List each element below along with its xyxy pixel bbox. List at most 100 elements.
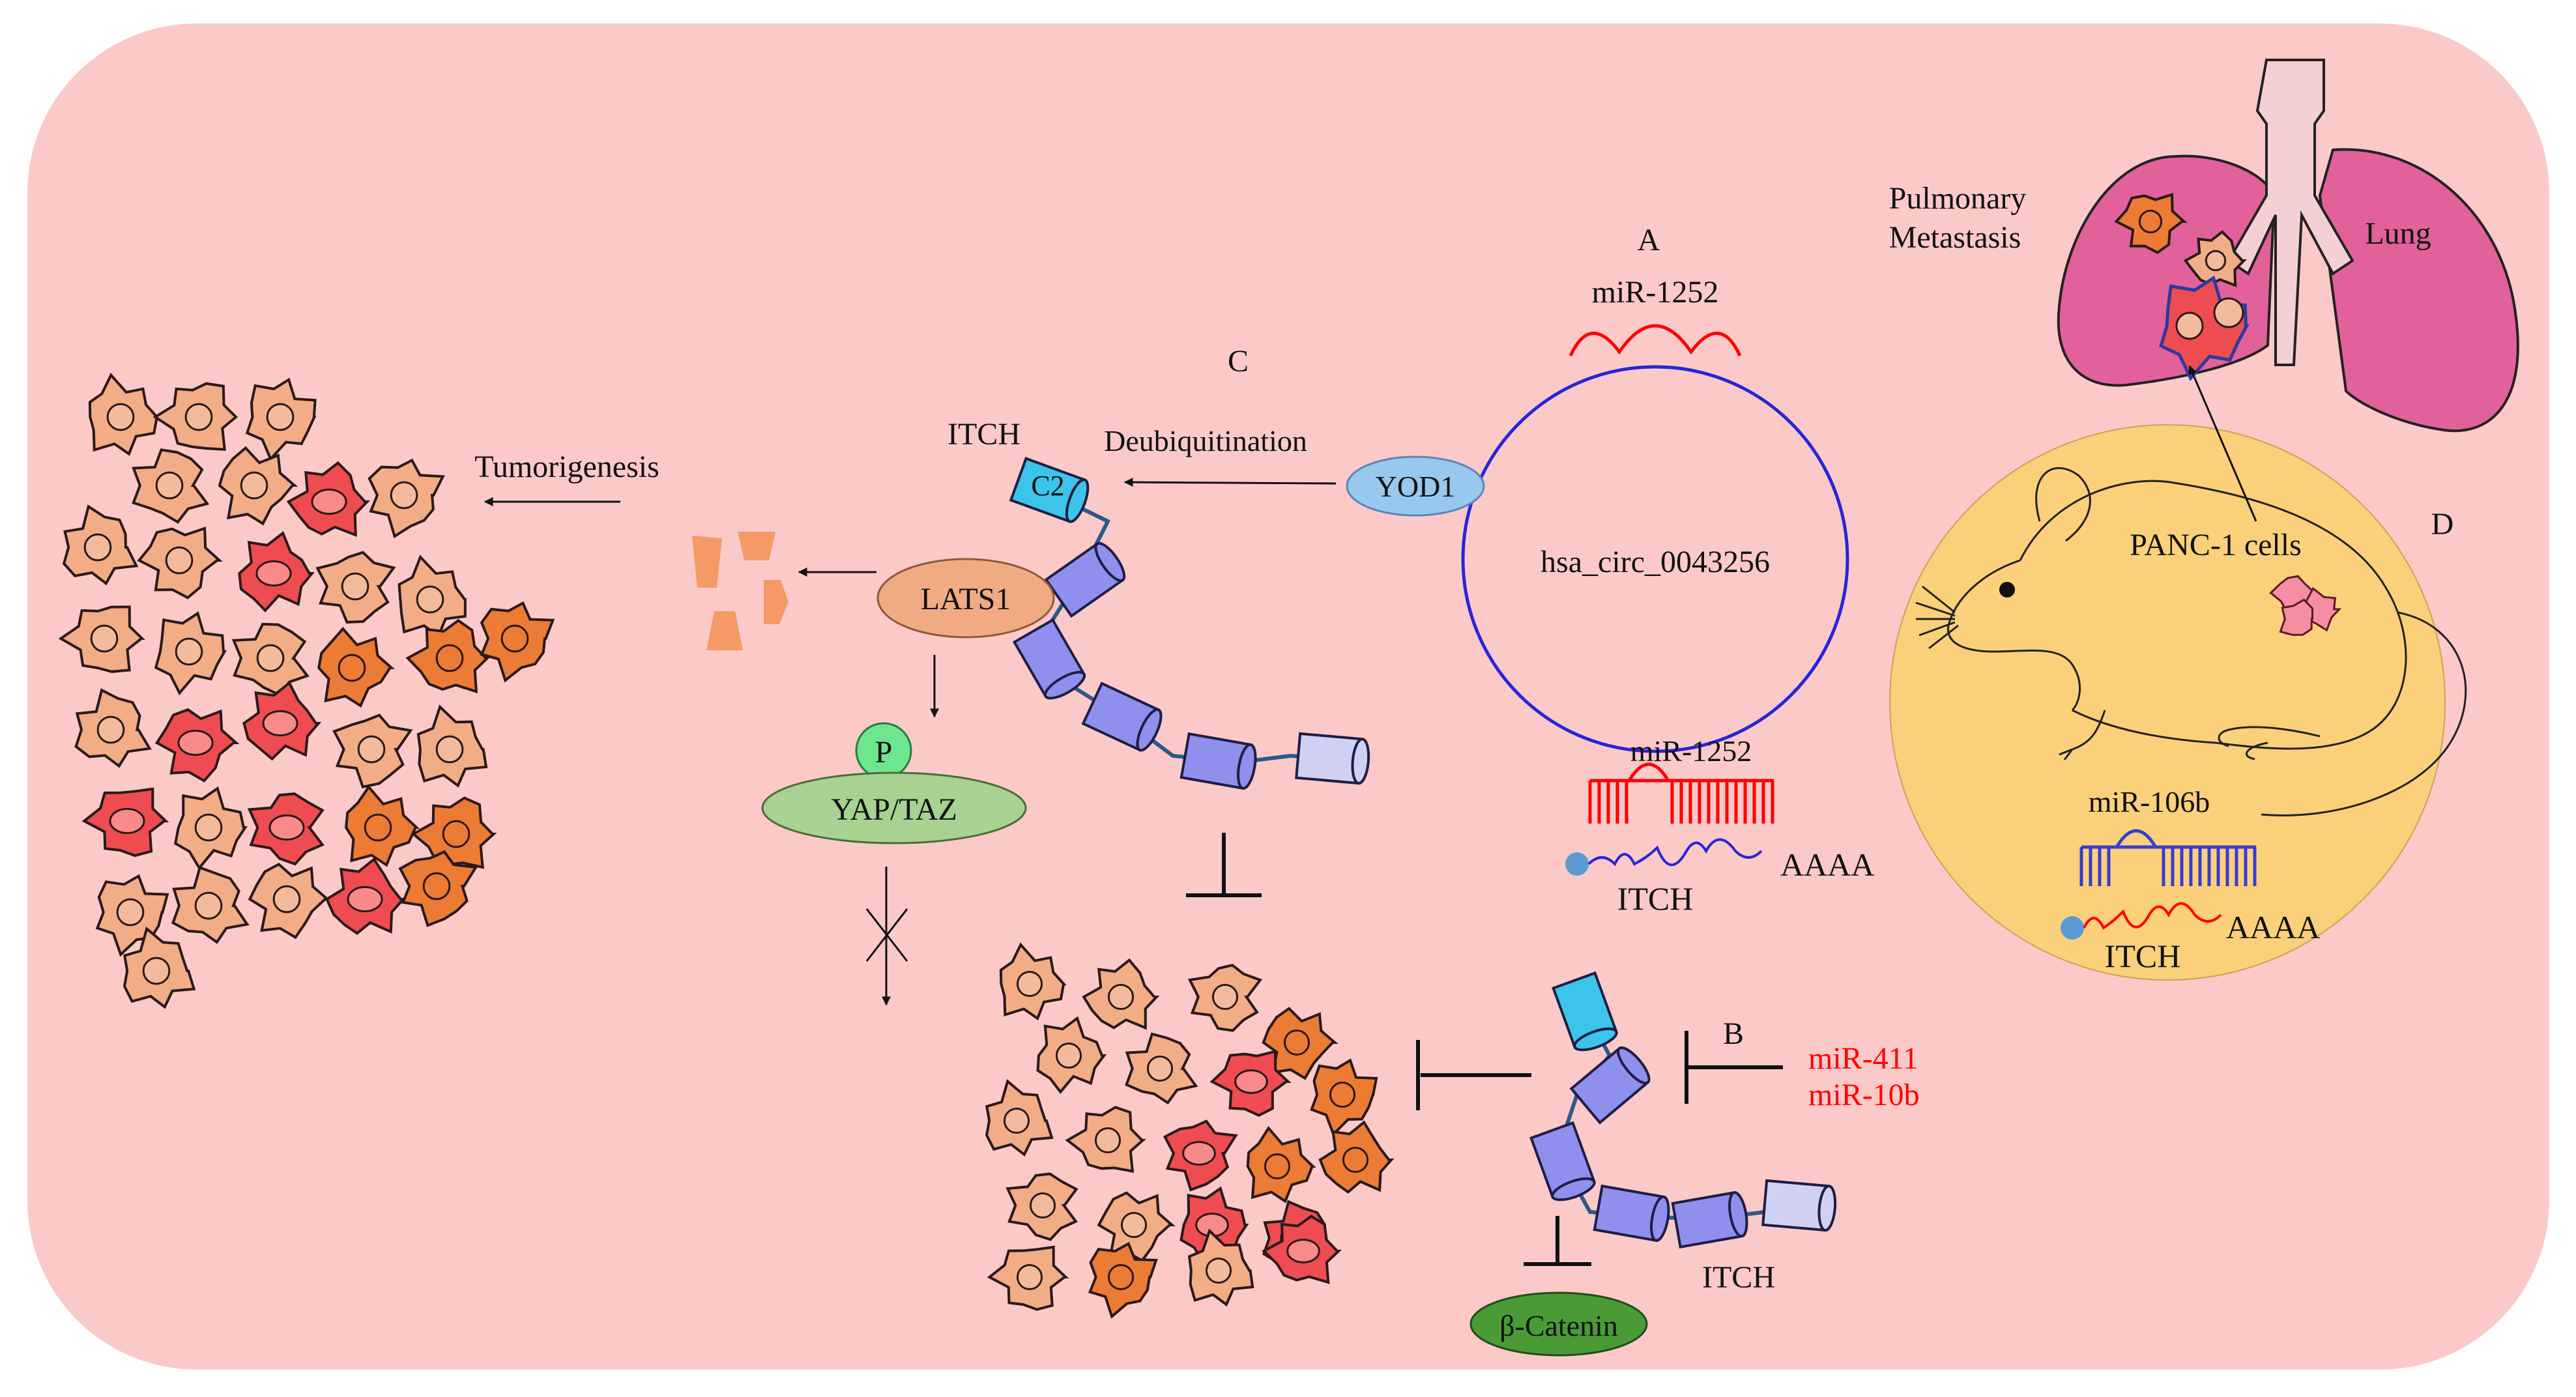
protein-domain xyxy=(1593,1184,1670,1243)
cell-nucleus xyxy=(106,403,135,431)
itch-protein-b-label: ITCH xyxy=(1702,1260,1775,1295)
label-c: C xyxy=(1228,344,1249,379)
tumorigenesis-label: Tumorigenesis xyxy=(474,450,659,484)
circ-rna-ring xyxy=(1461,365,1849,753)
mrna-strand xyxy=(2083,902,2222,930)
deubiquitination-arrow xyxy=(1123,478,1337,487)
cell-nucleus xyxy=(256,644,285,672)
cell-nucleus xyxy=(2213,297,2244,328)
cell-nucleus xyxy=(2175,311,2204,340)
panc1-cell-cluster xyxy=(2269,575,2342,636)
cell-nucleus xyxy=(500,624,529,653)
mir1252-lower-label: miR-1252 xyxy=(1630,734,1752,768)
cell-nucleus xyxy=(194,891,223,920)
panel-b: B miR-411 miR-10b β-Catenin ITCH xyxy=(1416,971,1920,1357)
mir106b-binding-comb xyxy=(2079,829,2257,886)
yap-taz-node xyxy=(761,771,1027,844)
mouse-tail xyxy=(2261,611,2467,817)
yap-taz-label: YAP/TAZ xyxy=(831,792,957,827)
cell-nucleus xyxy=(268,814,305,841)
phospho-p-label: P xyxy=(875,735,893,770)
mouse-hind-leg xyxy=(2218,726,2321,760)
panel-a: A miR-1252 hsa_circ_0043256 miR-1252 AAA… xyxy=(1461,223,1874,917)
cell-nucleus xyxy=(435,644,464,672)
mir1252-top-label: miR-1252 xyxy=(1592,275,1719,310)
protein-domain xyxy=(1081,682,1163,752)
itch-d-gene: ITCH xyxy=(2105,938,2181,974)
panc1-cell xyxy=(2279,598,2313,636)
mouse-outline xyxy=(1915,467,2467,817)
cell-nucleus xyxy=(90,624,119,653)
background-panel xyxy=(27,23,2549,1370)
mouse-background-circle xyxy=(1889,424,2446,981)
cell-nucleus xyxy=(422,872,451,900)
mouse-head xyxy=(1947,559,2081,712)
lats1-fragments xyxy=(692,532,789,650)
cell-nucleus xyxy=(1107,1263,1135,1291)
cell-nucleus xyxy=(1094,1127,1122,1154)
cell-nucleus xyxy=(311,488,347,515)
protein-domain xyxy=(1671,1190,1748,1249)
cell-nucleus xyxy=(83,533,112,562)
cell-nucleus xyxy=(240,471,268,500)
fragment xyxy=(764,580,789,624)
cell-nucleus xyxy=(1211,983,1239,1011)
cell-nucleus xyxy=(255,560,292,587)
mirna-comb xyxy=(1588,762,1774,824)
cell-nucleus xyxy=(442,820,470,848)
mir411-label: miR-411 xyxy=(1808,1041,1918,1076)
cell-nucleus xyxy=(272,885,301,914)
itch-protein-chain-c xyxy=(1009,457,1370,790)
cell-nucleus xyxy=(2138,209,2163,234)
mir1252-binding-comb xyxy=(1588,762,1774,824)
cell-nucleus xyxy=(435,735,464,764)
yod1-node xyxy=(1346,455,1485,517)
cell-nucleus xyxy=(1107,983,1135,1011)
cell-nucleus xyxy=(347,886,383,913)
cell-nucleus xyxy=(357,735,386,764)
mrna-strand xyxy=(1587,838,1763,867)
cell-nucleus xyxy=(1120,1211,1148,1239)
protein-domain xyxy=(1761,1179,1837,1232)
beta-catenin-node xyxy=(1469,1291,1648,1357)
protein-domain xyxy=(1295,732,1370,785)
fragment xyxy=(738,532,775,560)
cell-nucleus xyxy=(364,813,392,842)
lats1-label: LATS1 xyxy=(921,582,1011,616)
lung-label: Lung xyxy=(2365,216,2431,251)
cell-nucleus xyxy=(1264,1153,1291,1180)
cell-nucleus xyxy=(338,654,366,682)
label-b: B xyxy=(1723,1016,1744,1051)
mouse-eye xyxy=(1999,582,2015,598)
cell-nucleus xyxy=(1182,1141,1216,1166)
cell-nucleus xyxy=(1029,1192,1056,1219)
cell-nucleus xyxy=(1016,970,1043,998)
lung-metastasis-cells xyxy=(2114,193,2250,381)
mouse-front-leg xyxy=(2059,710,2106,760)
cell-nucleus xyxy=(1003,1107,1030,1134)
itch-protein-chain-b xyxy=(1529,971,1837,1249)
beta-catenin-label: β-Catenin xyxy=(1499,1309,1618,1342)
cell-nucleus xyxy=(109,807,145,835)
circ-rna-label: hsa_circ_0043256 xyxy=(1541,545,1770,579)
deubiquitination-label: Deubiquitination xyxy=(1104,424,1307,457)
lats1-node xyxy=(876,558,1055,639)
cell-nucleus xyxy=(2205,250,2227,272)
mirna-comb xyxy=(2079,829,2257,886)
mouse-ear xyxy=(2035,467,2091,542)
fragment xyxy=(706,611,743,650)
cell-nucleus xyxy=(1342,1146,1369,1174)
cell-nucleus xyxy=(1283,1029,1310,1056)
cell-nucleus xyxy=(175,637,203,666)
pulmonary-label: Pulmonary xyxy=(1889,181,2027,216)
protein-domain xyxy=(1569,1046,1651,1125)
block-cross xyxy=(865,908,908,962)
cell-nucleus xyxy=(142,957,171,985)
cell-nucleus xyxy=(1016,1263,1043,1291)
panel-c: C ITCH Deubiquitination YOD1 C2 LATS1 P … xyxy=(474,344,1485,1006)
cell-nucleus xyxy=(1055,1042,1082,1069)
cell-nucleus xyxy=(416,585,444,614)
itch-mrna-d: AAAA ITCH xyxy=(2061,902,2320,974)
itch-upper-gene: ITCH xyxy=(1617,880,1694,917)
